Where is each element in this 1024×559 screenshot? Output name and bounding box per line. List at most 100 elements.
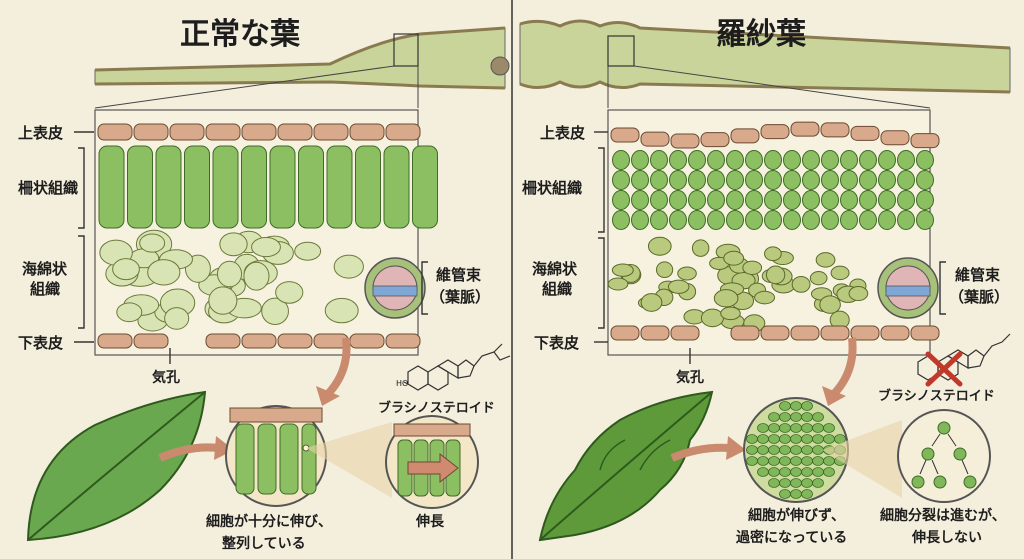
spongy-cell xyxy=(607,277,629,291)
spongy-cell xyxy=(830,265,850,281)
crowded-cell xyxy=(779,478,791,488)
palisade-cell xyxy=(726,170,744,190)
left-arrow-to-magnifier xyxy=(158,443,219,462)
palisade-cell xyxy=(241,145,267,229)
crowded-cell xyxy=(768,467,780,477)
left-leaf-strip xyxy=(94,26,510,90)
palisade-cell xyxy=(688,170,706,190)
left-label-spongy-2: 組織 xyxy=(30,280,60,298)
palisade-cell xyxy=(669,190,687,210)
palisade-cell xyxy=(783,170,801,190)
right-leaf-icon xyxy=(538,390,714,542)
left-steroid-molecule-icon xyxy=(403,343,511,391)
palisade-cell xyxy=(355,145,381,229)
spongy-cell xyxy=(147,259,181,286)
spongy-cell xyxy=(791,275,811,293)
epidermis-cell xyxy=(730,128,760,144)
right-cross-icon xyxy=(925,351,963,387)
spongy-cell xyxy=(754,290,776,305)
spongy-cell xyxy=(164,307,190,330)
palisade-cell xyxy=(859,190,877,210)
epidermis-cell xyxy=(910,133,940,149)
crowded-cell xyxy=(801,434,813,444)
spongy-cell xyxy=(275,281,304,304)
crowded-cell xyxy=(768,434,780,444)
crowded-cell xyxy=(801,489,813,499)
palisade-cell xyxy=(897,210,915,230)
crowded-cell xyxy=(779,412,791,422)
right-tissue-panel xyxy=(607,109,940,356)
palisade-cell xyxy=(764,170,782,190)
right-title: 羅紗葉 xyxy=(716,17,807,52)
palisade-cell xyxy=(840,170,858,190)
palisade-cell xyxy=(783,210,801,230)
spongy-cell xyxy=(333,254,364,279)
palisade-cell xyxy=(916,190,934,210)
palisade-cell xyxy=(897,170,915,190)
palisade-cell xyxy=(783,150,801,170)
crowded-cell xyxy=(779,445,791,455)
crowded-cell xyxy=(779,489,791,499)
left-vascular-bundle xyxy=(364,257,426,319)
spongy-cell xyxy=(251,237,281,258)
palisade-cell xyxy=(802,190,820,210)
right-label-vascular-2: （葉脈） xyxy=(949,288,1009,306)
left-label-lower-epidermis: 下表皮 xyxy=(18,334,63,352)
epidermis-cell xyxy=(610,127,640,143)
spongy-cell xyxy=(261,297,289,325)
crowded-cell xyxy=(812,423,824,433)
epidermis-cell xyxy=(700,132,730,148)
right-label-vascular-1: 維管束 xyxy=(955,266,1001,284)
left-molecule-ho: HO xyxy=(396,379,408,388)
crowded-cell xyxy=(801,445,813,455)
crowded-cell xyxy=(779,423,791,433)
epidermis-cell xyxy=(880,130,910,146)
epidermis-cell xyxy=(349,123,385,141)
spongy-cell xyxy=(647,236,672,256)
crowded-cell xyxy=(768,456,780,466)
spongy-cell xyxy=(640,293,663,312)
spongy-cell xyxy=(667,279,690,294)
crowded-cell xyxy=(801,423,813,433)
palisade-cell xyxy=(859,150,877,170)
palisade-cell xyxy=(631,170,649,190)
palisade-cell xyxy=(707,150,725,170)
palisade-cell xyxy=(726,210,744,230)
epidermis-cell xyxy=(850,325,880,341)
palisade-cell xyxy=(878,210,896,230)
spongy-cell xyxy=(219,232,248,257)
palisade-cell xyxy=(650,190,668,210)
palisade-cell xyxy=(878,170,896,190)
spongy-cell xyxy=(139,233,166,253)
spongy-cell xyxy=(116,302,143,323)
palisade-cell xyxy=(155,145,182,229)
right-label-palisade: 柵状組織 xyxy=(522,179,582,197)
spongy-cell xyxy=(294,241,322,261)
spongy-cell xyxy=(723,250,745,266)
palisade-cell xyxy=(764,150,782,170)
right-upper-epidermis xyxy=(610,121,940,149)
crowded-cell xyxy=(801,401,813,411)
crowded-cell xyxy=(779,434,791,444)
crowded-cell xyxy=(812,434,824,444)
palisade-cell xyxy=(802,170,820,190)
spongy-cell xyxy=(243,261,270,291)
left-magnified-cells xyxy=(225,405,327,507)
right-division-circle xyxy=(897,409,991,503)
spongy-cell xyxy=(764,246,782,262)
epidermis-cell xyxy=(670,133,700,149)
left-title: 正常な葉 xyxy=(180,17,301,52)
right-caption1-2: 過密になっている xyxy=(735,529,847,546)
epidermis-cell xyxy=(313,123,349,141)
spongy-cell xyxy=(809,271,828,286)
crowded-cell xyxy=(790,478,802,488)
palisade-cell xyxy=(669,210,687,230)
palisade-cell xyxy=(650,170,668,190)
palisade-cell xyxy=(650,150,668,170)
right-palisade-cells xyxy=(612,150,934,230)
crowded-cell xyxy=(823,423,835,433)
spongy-cell xyxy=(815,252,836,268)
right-label-upper-epidermis: 上表皮 xyxy=(540,124,585,142)
crowded-cell xyxy=(790,423,802,433)
